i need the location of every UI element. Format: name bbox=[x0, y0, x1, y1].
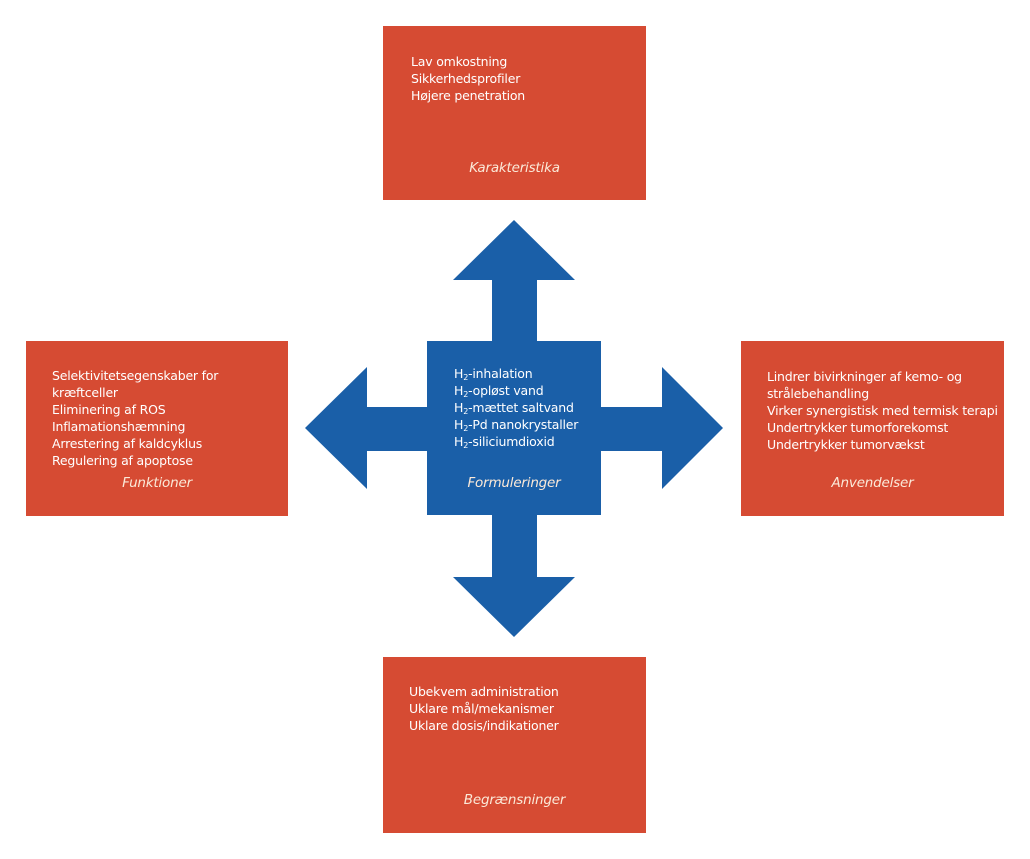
center-item: H2-inhalation bbox=[454, 366, 533, 382]
box-item: Lindrer bivirkninger af kemo- og bbox=[767, 369, 962, 384]
center-item: H2-Pd nanokrystaller bbox=[454, 417, 579, 433]
box-title: Anvendelser bbox=[831, 475, 914, 491]
four-way-arrow-shape bbox=[305, 220, 723, 637]
box-item: Regulering af apoptose bbox=[52, 453, 193, 468]
box-items: Ubekvem administration Uklare mål/mekani… bbox=[409, 683, 559, 734]
box-item: Virker synergistisk med termisk terapi bbox=[767, 403, 998, 418]
box-karakteristika: Lav omkostning Sikkerhedsprofiler Højere… bbox=[383, 26, 646, 200]
center-box-formuleringer: H2-inhalation H2-opløst vand H2-mættet s… bbox=[427, 341, 601, 515]
box-item: kræftceller bbox=[52, 385, 118, 400]
box-item: Højere penetration bbox=[411, 88, 526, 103]
center-item: H2-mættet saltvand bbox=[454, 400, 574, 416]
box-funktioner: Selektivitetsegenskaber for kræftceller … bbox=[26, 341, 288, 516]
box-item: strålebehandling bbox=[767, 386, 870, 401]
box-item: Undertrykker tumorvækst bbox=[767, 437, 925, 452]
center-item: H2-opløst vand bbox=[454, 383, 544, 399]
box-item: Selektivitetsegenskaber for bbox=[52, 368, 219, 383]
box-item: Uklare dosis/indikationer bbox=[409, 718, 559, 733]
box-items: Selektivitetsegenskaber for kræftceller … bbox=[52, 367, 218, 469]
center-title: Formuleringer bbox=[467, 475, 561, 491]
box-item: Ubekvem administration bbox=[409, 684, 559, 699]
box-title: Karakteristika bbox=[469, 160, 560, 176]
box-items: Lindrer bivirkninger af kemo- og stråleb… bbox=[767, 368, 998, 453]
box-title: Funktioner bbox=[122, 475, 192, 491]
box-anvendelser: Lindrer bivirkninger af kemo- og stråleb… bbox=[741, 341, 1004, 516]
box-item: Lav omkostning bbox=[411, 54, 508, 69]
box-item: Inflamationshæmning bbox=[52, 419, 186, 434]
box-items: Lav omkostning Sikkerhedsprofiler Højere… bbox=[411, 53, 525, 104]
box-begraensninger: Ubekvem administration Uklare mål/mekani… bbox=[383, 657, 646, 833]
box-item: Undertrykker tumorforekomst bbox=[767, 420, 949, 435]
box-item: Eliminering af ROS bbox=[52, 402, 166, 417]
box-item: Sikkerhedsprofiler bbox=[411, 71, 521, 86]
center-items: H2-inhalation H2-opløst vand H2-mættet s… bbox=[454, 365, 578, 450]
box-item: Uklare mål/mekanismer bbox=[409, 701, 554, 716]
box-item: Arrestering af kaldcyklus bbox=[52, 436, 203, 451]
box-title: Begrænsninger bbox=[463, 792, 566, 808]
center-item: H2-siliciumdioxid bbox=[454, 434, 555, 450]
